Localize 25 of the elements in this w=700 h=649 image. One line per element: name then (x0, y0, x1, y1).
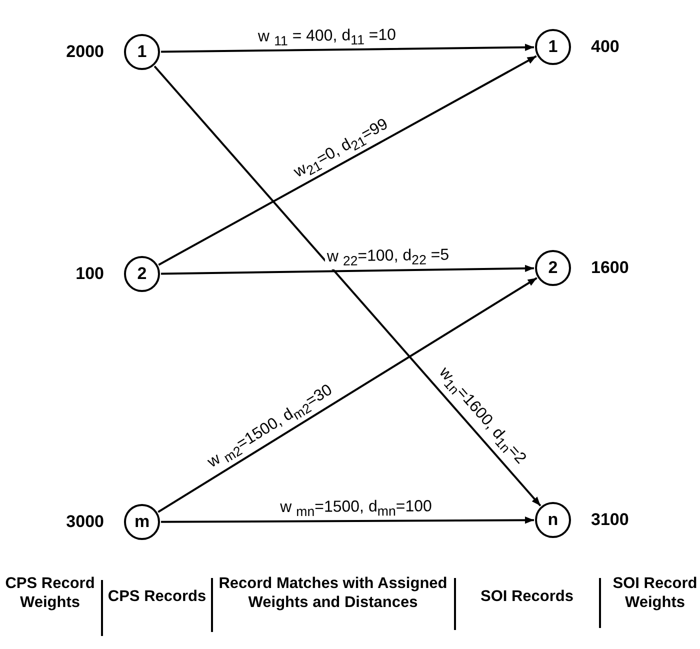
record-circle: n (535, 502, 571, 538)
record-circle: 1 (124, 34, 160, 70)
column-heading: Record Matches with Assigned Weights and Distances (218, 575, 448, 612)
record-circle: m (124, 504, 160, 540)
record-weight: 100 (76, 264, 104, 284)
edge-label: w $_{11}$ = 400, d$_{11}$ =10 (256, 26, 398, 50)
record-weight: 400 (591, 37, 620, 57)
arrow (160, 44, 534, 53)
record-weight: 3100 (591, 510, 629, 530)
column-heading: CPS Record Weights (4, 575, 96, 612)
column-heading: SOI Records (479, 588, 575, 607)
column-heading: SOI Record Weights (612, 575, 698, 612)
arrow (161, 516, 534, 524)
arrow (158, 55, 537, 266)
record-weight: 3000 (66, 512, 104, 532)
column-heading: CPS Records (107, 588, 207, 607)
record-weight: 1600 (591, 258, 629, 278)
arrow (158, 277, 538, 513)
record-circle: 1 (535, 29, 571, 65)
record-weight: 2000 (66, 42, 104, 62)
edge-label: w $_{mn}$=1500, d$_{mn}$=100 (278, 498, 434, 520)
record-circle: 2 (535, 250, 571, 286)
arrow (160, 264, 534, 275)
arrow (154, 66, 542, 506)
record-circle: 2 (124, 256, 160, 292)
